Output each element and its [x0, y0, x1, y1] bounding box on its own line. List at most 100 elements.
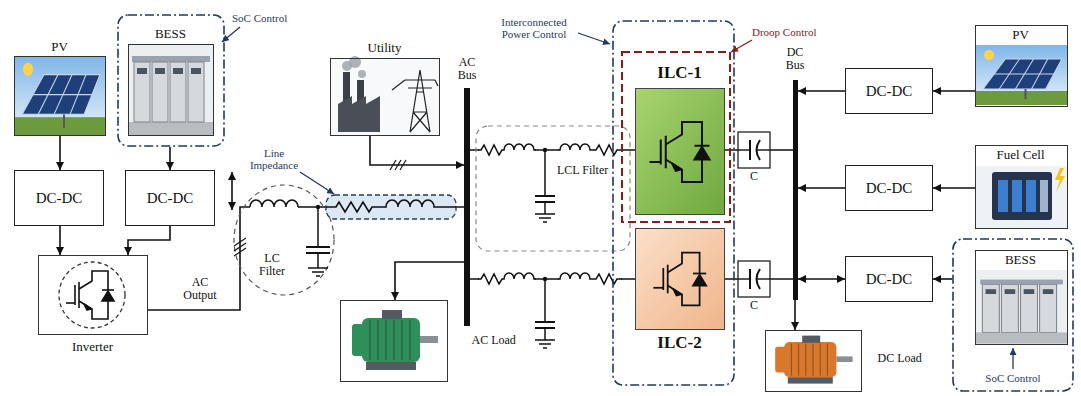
ilc-converter: ILC-1	[635, 88, 725, 215]
lcl-filter-symbol	[479, 143, 535, 157]
connector-line	[933, 187, 975, 189]
group-outline	[953, 239, 1073, 391]
converter-box: DC-DC	[14, 170, 104, 226]
connector-line	[798, 187, 845, 189]
dc-bus-bar: DC Bus	[793, 80, 798, 300]
utility-picture	[392, 70, 438, 132]
lcl-filter-symbol	[535, 340, 555, 348]
utility-picture	[331, 56, 439, 170]
converter-fill	[650, 122, 710, 182]
callout-arrow	[1012, 348, 1013, 369]
lcl-filter-symbol	[535, 214, 555, 222]
soc-control-group: BESSSoC Control	[117, 14, 225, 147]
lcl-filter-symbol	[535, 195, 555, 197]
pv-panel-box: PV	[14, 56, 106, 136]
double-arrow	[232, 172, 233, 210]
line-impedance-symbol	[326, 195, 456, 219]
node-label: BESS	[1005, 253, 1036, 267]
line-impedance-symbol	[300, 172, 334, 194]
lc-filter-symbol	[317, 253, 319, 268]
node-label: ILC-1	[657, 64, 701, 83]
filter-label: LC Filter	[253, 252, 291, 278]
ac-bus-bar: AC Bus	[464, 88, 470, 326]
capacitor-symbol	[738, 261, 770, 297]
pv-picture	[14, 56, 106, 136]
igbt-symbol	[59, 262, 125, 328]
pv-picture	[975, 45, 1068, 105]
node-label: SoC Control	[232, 12, 287, 24]
igbt-symbol	[66, 271, 114, 319]
line-impedance-symbol	[326, 200, 456, 212]
battery-box: BESS	[128, 44, 214, 136]
lc-filter-symbol	[234, 185, 334, 295]
connector-line	[798, 278, 845, 280]
pv-panel-box: PV	[975, 25, 1068, 107]
fuel-cell-picture	[1026, 180, 1036, 212]
lc-filter-symbol	[234, 238, 246, 246]
connector-line	[59, 226, 61, 255]
igbt-symbol	[59, 262, 125, 328]
node-label: DC-DC	[147, 190, 194, 207]
droop-control-outline	[622, 52, 730, 222]
converter-fill	[635, 88, 725, 330]
connector-line	[794, 300, 796, 330]
filter-label: LCL Filter	[557, 164, 608, 177]
converter-box: DC-DC	[845, 68, 933, 114]
node-label: PV	[51, 40, 68, 54]
pv-picture	[975, 45, 1068, 105]
connector-line	[933, 90, 975, 92]
inverter-box: Inverter	[38, 255, 148, 335]
converter-fill	[653, 253, 706, 306]
connector-line	[169, 147, 171, 170]
capacitor-symbol	[738, 149, 750, 150]
ac-load-box: AC Load	[340, 300, 448, 382]
lcl-filter-symbol	[476, 126, 630, 348]
motor-picture	[775, 336, 852, 384]
lcl-filter-symbol	[559, 143, 621, 157]
lcl-filter-symbol	[544, 328, 546, 340]
fuel-cell-picture	[1040, 180, 1048, 212]
motor-picture	[352, 310, 438, 370]
callout-arrow	[578, 33, 610, 44]
capacitor-symbol	[749, 140, 751, 160]
soc-control-group: BESS SoC Control	[952, 238, 1074, 392]
node-label: Fuel Cell	[996, 148, 1044, 162]
lcl-filter-symbol	[479, 272, 535, 286]
droop-control-outline	[622, 40, 752, 222]
node-label: DC-DC	[866, 271, 913, 288]
capacitor-symbol	[738, 132, 770, 297]
lcl-filter-symbol	[544, 150, 546, 196]
capacitor-symbol	[738, 132, 770, 168]
capacitor-symbol	[757, 149, 770, 150]
converter-fill	[635, 88, 725, 215]
motor-picture	[775, 336, 852, 384]
group-outline	[613, 21, 734, 385]
node-label: SoC Control	[985, 372, 1040, 384]
lc-filter-symbol	[308, 268, 328, 276]
connector-line	[128, 226, 170, 255]
utility-picture	[338, 96, 380, 132]
fuel-cell-picture	[976, 166, 1067, 228]
lc-filter-symbol	[250, 200, 298, 207]
callout-label: Droop Control	[752, 26, 816, 38]
battery-box: BESS	[975, 250, 1068, 345]
capacitor-label: C	[750, 299, 758, 312]
lcl-filter-symbol	[544, 279, 546, 322]
converter-fill	[635, 228, 725, 330]
capacitor-label: C	[750, 170, 758, 183]
capacitor-symbol	[749, 269, 751, 289]
node-label: BESS	[155, 27, 186, 41]
lcl-filter-symbol	[476, 126, 630, 251]
utility-picture	[395, 160, 401, 170]
node-label: AC Bus	[453, 56, 481, 82]
node-label: Interconnected Power Control	[492, 16, 576, 40]
capacitor-symbol	[738, 278, 750, 279]
utility-picture	[358, 70, 366, 78]
utility-picture	[331, 59, 439, 135]
connector-line	[725, 149, 793, 151]
converter-box: DC-DC	[125, 170, 215, 226]
fuel-cell-picture	[976, 166, 1067, 228]
lcl-filter-symbol	[544, 202, 546, 214]
